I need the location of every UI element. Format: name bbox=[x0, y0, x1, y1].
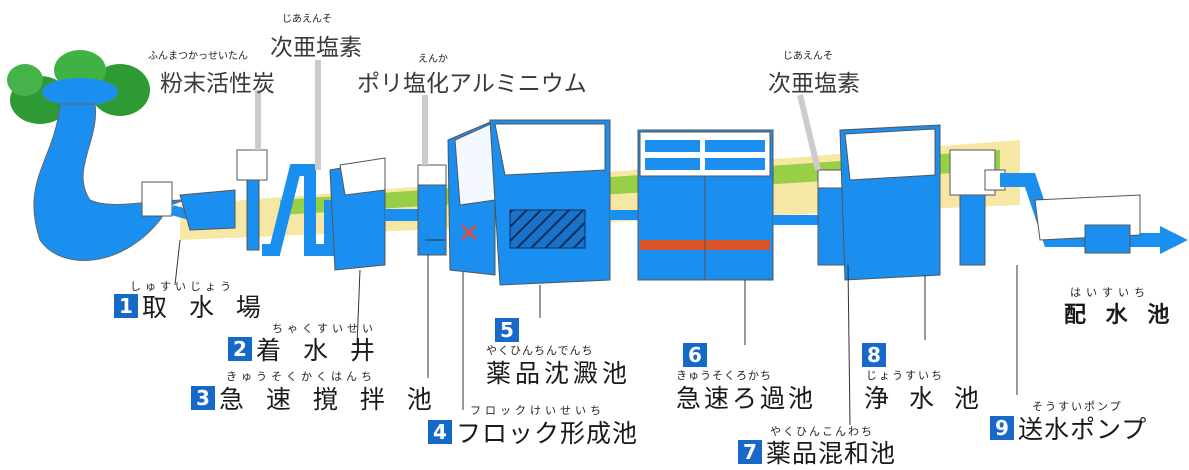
reservoir-name: 配 水 池 bbox=[1064, 303, 1176, 328]
step-7-badge: 7 bbox=[738, 440, 762, 464]
step-3-badge: 3 bbox=[191, 386, 215, 410]
step-3-ruby: きゅうそくかくはんち bbox=[226, 370, 376, 383]
step-5-badge-wrap: 5 bbox=[495, 318, 523, 342]
step-7-label: 7 薬品混和池 bbox=[738, 434, 896, 470]
step-7-name: 薬品混和池 bbox=[766, 439, 897, 468]
step-4-ruby: フロックけいせいち bbox=[470, 404, 605, 417]
step-8-ruby: じょうすいち bbox=[866, 369, 944, 382]
receiving-basin bbox=[179, 189, 236, 231]
sedimentation-plates bbox=[509, 209, 586, 249]
step-3-name: 急 速 撹 拌 池 bbox=[219, 385, 439, 414]
pipe-zigzag bbox=[262, 164, 336, 256]
step-8-name: 浄 水 池 bbox=[864, 384, 985, 413]
chemical-label-activated-carbon: 粉末活性炭 bbox=[160, 71, 275, 97]
step-6-badge: 6 bbox=[683, 343, 707, 367]
step-4-badge: 4 bbox=[428, 420, 452, 444]
step-6-name: 急速ろ過池 bbox=[676, 384, 817, 413]
step-1-badge: 1 bbox=[114, 294, 138, 318]
step-1-name: 取 水 場 bbox=[142, 293, 268, 322]
chemical-ruby: えんか bbox=[418, 54, 448, 65]
reservoir-ruby: はいすいち bbox=[1070, 286, 1150, 299]
step-9-name: 送水ポンプ bbox=[1018, 415, 1148, 444]
chemical-ruby: ふんまつかっせいたん bbox=[148, 51, 248, 62]
step-9-badge: 9 bbox=[990, 416, 1014, 440]
injection-lines bbox=[255, 60, 821, 171]
svg-text:✕: ✕ bbox=[458, 219, 480, 249]
step-7-ruby: やくひんこんわち bbox=[770, 425, 874, 438]
step-9-ruby: そうすいポンプ bbox=[1032, 400, 1123, 413]
step-6-badge-wrap: 6 bbox=[683, 343, 711, 367]
river bbox=[33, 103, 186, 261]
chemical-label-pac: ポリ塩化アルミニウム bbox=[357, 71, 587, 97]
step-4-label: 4 フロック形成池 bbox=[428, 414, 638, 450]
intake-box bbox=[141, 181, 173, 217]
step-3-label: 3 急 速 撹 拌 池 bbox=[191, 380, 439, 416]
chemical-label-hypochlorite: 次亜塩素 bbox=[270, 35, 362, 61]
step-2-label: 2 着 水 井 bbox=[228, 331, 382, 367]
step-1-ruby: しゅすいじょう bbox=[130, 280, 235, 293]
step-2-badge: 2 bbox=[228, 337, 252, 361]
step-1-label: 1 取 水 場 bbox=[114, 288, 268, 324]
step-5-badge: 5 bbox=[495, 318, 519, 342]
step-2-name: 着 水 井 bbox=[256, 336, 382, 365]
dam-lake bbox=[42, 78, 118, 106]
step-2-ruby: ちゃくすいせい bbox=[272, 322, 377, 335]
step-8-badge: 8 bbox=[862, 343, 886, 367]
chemical-ruby: じあえんそ bbox=[783, 51, 833, 62]
step-6-ruby: きゅうそくろかち bbox=[676, 369, 772, 382]
chemical-ruby: じあえんそ bbox=[282, 14, 332, 25]
step-5-ruby: やくひんちんでんち bbox=[486, 344, 594, 357]
step-4-name: フロック形成池 bbox=[456, 419, 639, 448]
step-8-badge-wrap: 8 bbox=[862, 343, 890, 367]
chemical-label-hypochlorite-2: 次亜塩素 bbox=[768, 71, 860, 97]
step-9-label: 9 送水ポンプ bbox=[990, 410, 1147, 446]
step-5-name: 薬品沈澱池 bbox=[486, 359, 632, 388]
outlet-arrow bbox=[1160, 226, 1188, 254]
leader-lines bbox=[174, 239, 1018, 426]
mountain-trees bbox=[7, 50, 150, 124]
